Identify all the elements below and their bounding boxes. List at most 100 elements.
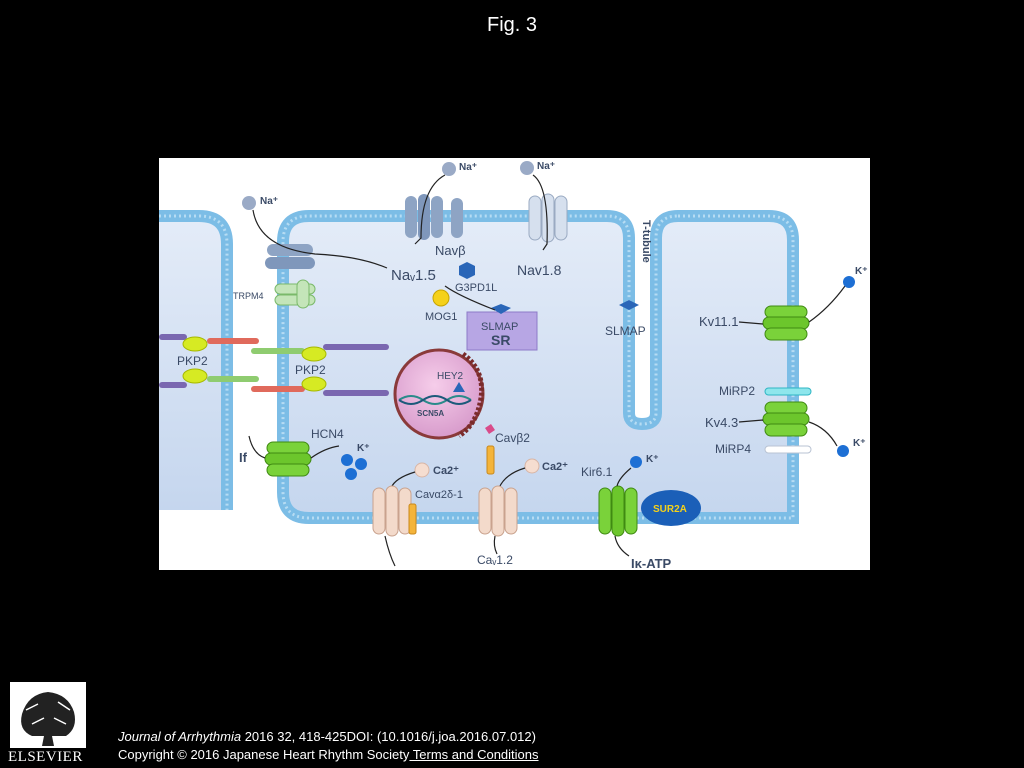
cav-beta2-marker: [485, 424, 495, 434]
slmap-right-label: SLMAP: [605, 324, 646, 338]
nucleus: [393, 348, 485, 440]
figure-title: Fig. 3: [486, 14, 538, 36]
k-ion-upper: [843, 276, 855, 288]
cav-left-line: [384, 535, 396, 567]
na-label-top-mid: Na⁺: [459, 162, 477, 173]
cav-beta2-bar: [486, 445, 495, 475]
nav18-channel: [528, 193, 568, 243]
intercalated-disc: [159, 334, 389, 396]
right-cell: [678, 210, 799, 524]
ca-ion-left: [414, 462, 430, 478]
citation-block: Journal of Arrhythmia 2016 32, 418-425DO…: [118, 728, 539, 764]
scn5a-label: SCN5A: [417, 409, 444, 418]
na-ion-top-mid: [442, 162, 456, 176]
dna-strand-1: [398, 395, 472, 405]
trpm4-label: TRPM4: [233, 291, 264, 301]
kv43-link: [738, 419, 764, 423]
na-arrow-top-mid: [414, 174, 446, 245]
pkp2-right-label: PKP2: [295, 363, 326, 377]
k-label-upper: K⁺: [855, 266, 868, 277]
cav-beta2-label: Cavβ2: [495, 431, 530, 445]
pkp2-oval-3: [301, 346, 327, 362]
navbeta-subunit: [451, 198, 463, 238]
kv111-link: [738, 321, 764, 325]
cav12-line: [493, 535, 498, 555]
pkp2-oval-4: [301, 376, 327, 392]
kir61-label: Kir6.1: [581, 465, 613, 479]
terms-link[interactable]: Terms and Conditions: [409, 747, 539, 762]
k-ion-hcn4-1: [341, 454, 353, 466]
kir-k-arrow: [616, 467, 632, 487]
k-label-kir: K⁺: [646, 454, 659, 465]
k-ion-hcn4-2: [355, 458, 367, 470]
hey2-triangle: [453, 382, 465, 392]
cav12-channel: [478, 485, 518, 537]
mirp2-label: MiRP2: [719, 384, 755, 398]
ca-left-label: Ca2⁺: [433, 465, 459, 477]
journal-name: Journal of Arrhythmia: [118, 729, 242, 744]
left-cell: [159, 210, 233, 510]
pkp2-left-label: PKP2: [177, 354, 208, 368]
if-arrow: [248, 435, 266, 459]
kv43-label: Kv4.3: [705, 415, 738, 430]
publisher-name: ELSEVIER: [8, 749, 83, 765]
elsevier-tree-logo: [10, 682, 86, 748]
hcn4-k-arrow: [310, 445, 340, 459]
k-ion-hcn4-3: [345, 468, 357, 480]
sur2a-ellipse: [641, 490, 701, 526]
mog1-circle: [432, 289, 450, 307]
trpm4-channel: [274, 279, 316, 309]
mirp4-label: MiRP4: [715, 442, 751, 456]
kv43-channel: [762, 401, 810, 437]
hcn4-label: HCN4: [311, 427, 344, 441]
ik-atp-label: Iᴋ-ATP: [631, 556, 672, 570]
dna-strand-2: [398, 395, 472, 405]
na-arrow-left: [252, 209, 388, 269]
mog1-label: MOG1: [425, 311, 457, 323]
na-label-top-right: Na⁺: [537, 161, 555, 172]
g3pd1l-hexagon: [459, 262, 475, 279]
k-ion-kir: [630, 456, 642, 468]
pkp2-oval-1: [182, 336, 208, 352]
ca-right-label: Ca2⁺: [542, 461, 568, 473]
kir61-channel: [598, 485, 638, 537]
if-label: If: [239, 450, 248, 465]
kv111-channel: [762, 305, 810, 341]
g3pd1l-label: G3PD1L: [455, 282, 497, 294]
slmap-sr-label: SLMAP: [481, 321, 518, 333]
navbeta-label: Navβ: [435, 243, 466, 258]
cav-alpha-bar: [408, 503, 417, 535]
hey2-label: HEY2: [437, 371, 464, 382]
citation-line: Journal of Arrhythmia 2016 32, 418-425DO…: [118, 728, 539, 746]
cav12-label: Caᵥ1.2: [477, 553, 513, 567]
cav-alpha-label: Cavα2δ-1: [415, 489, 463, 501]
ion-channel-diagram: Na⁺ Na⁺ Navβ Nav1.8 Na⁺ Naᵥ1.5 G3PD1L TR…: [159, 158, 870, 571]
na-arrow-top-right: [532, 174, 548, 251]
na-label-top-left: Na⁺: [260, 196, 278, 207]
t-tubule-label: T-tubule: [640, 220, 652, 263]
k-ion-kv43: [837, 445, 849, 457]
mirp2-band: [764, 387, 812, 396]
slmap-diamond-right: [619, 300, 639, 310]
kv111-label: Kv11.1: [699, 314, 739, 329]
pkp2-oval-2: [182, 368, 208, 384]
nav15-label: Naᵥ1.5: [391, 267, 436, 284]
na-ion-top-right: [520, 161, 534, 175]
k-label-hcn4: K⁺: [357, 443, 370, 454]
cav-channel-left: [372, 485, 412, 537]
mirp4-band: [764, 445, 812, 454]
nav18-label: Nav1.8: [517, 262, 562, 278]
hcn4-channel: [264, 441, 312, 477]
nav15-membrane-channel: [265, 244, 315, 269]
sur2a-label: SUR2A: [653, 504, 687, 515]
k-arrow-kv111: [808, 285, 846, 323]
slmap-diamond-sr: [491, 304, 511, 314]
slmap-arrow: [444, 285, 496, 311]
nav15-channel: [405, 194, 443, 240]
sr-label: SR: [491, 332, 510, 348]
k-label-kv43: K⁺: [853, 438, 866, 449]
ca-arrow-right: [498, 467, 526, 489]
copyright-text: Copyright © 2016 Japanese Heart Rhythm S…: [118, 747, 410, 762]
citation-details: 2016 32, 418-425DOI: (10.1016/j.joa.2016…: [241, 729, 536, 744]
ik-atp-arrow: [614, 535, 630, 557]
